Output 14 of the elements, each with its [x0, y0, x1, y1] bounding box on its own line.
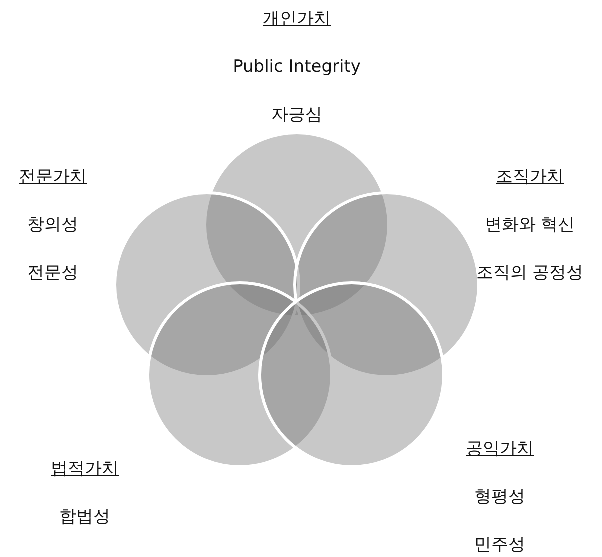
category-heading: 공익가치	[466, 438, 534, 460]
value-text: 조직의 공정성	[476, 262, 584, 284]
value-text: 형평성	[474, 486, 526, 508]
value-text: 창의성	[26, 214, 80, 236]
value-text: 합법성	[58, 506, 112, 528]
value-text: 전문성	[26, 262, 80, 284]
category-heading: 개인가치	[262, 8, 332, 30]
value-text: 변화와 혁신	[484, 214, 576, 236]
category-heading: 법적가치	[51, 458, 119, 480]
value-text: 자긍심	[270, 104, 324, 126]
category-heading: 전문가치	[19, 166, 87, 188]
value-text: Public Integrity	[233, 56, 361, 78]
category-heading: 조직가치	[495, 166, 565, 188]
value-text: 민주성	[474, 534, 526, 556]
